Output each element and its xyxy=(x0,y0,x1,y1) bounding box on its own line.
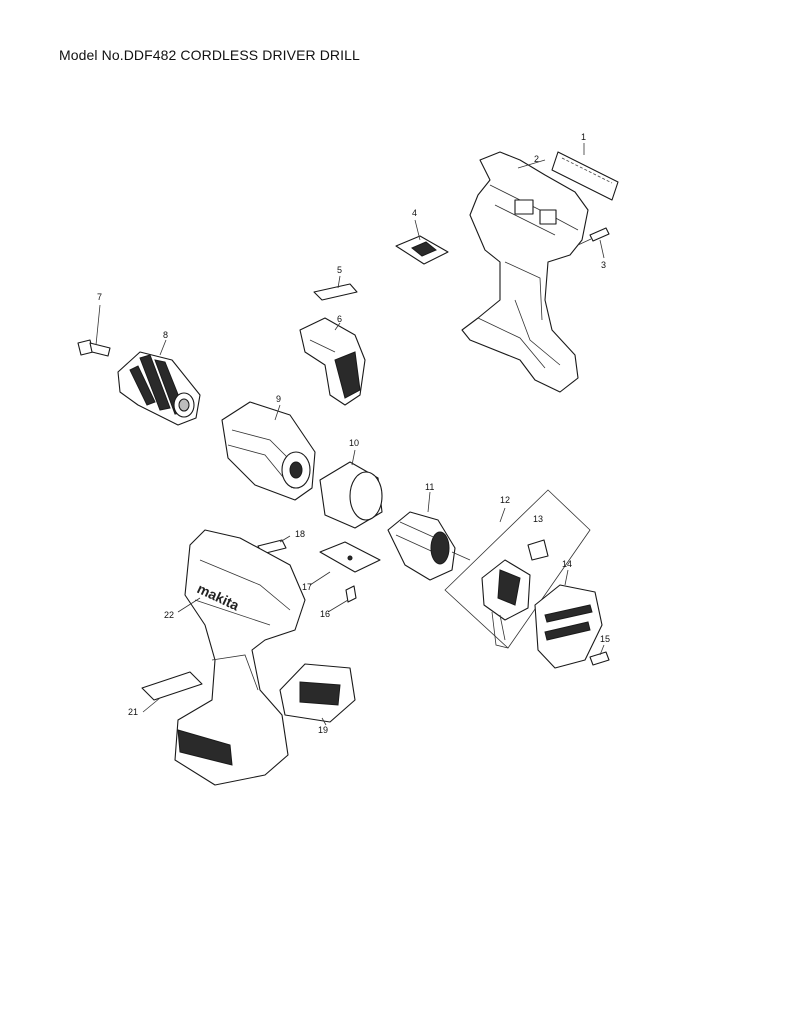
part-14-rear-cover xyxy=(534,584,603,669)
part-19-terminal xyxy=(279,663,356,723)
part-16-screw xyxy=(345,585,357,603)
callout-19: 19 xyxy=(318,725,328,735)
callout-9: 9 xyxy=(276,394,281,404)
part-10-yoke xyxy=(319,461,383,529)
part-7-screw xyxy=(77,339,111,357)
callout-11: 11 xyxy=(425,482,434,492)
callout-8: 8 xyxy=(163,330,168,340)
callout-17: 17 xyxy=(302,582,312,592)
callout-1: 1 xyxy=(581,132,586,142)
callout-13: 13 xyxy=(533,514,543,524)
part-11-armature xyxy=(387,511,471,581)
part-22-housing-left xyxy=(174,529,306,786)
callout-3: 3 xyxy=(601,260,606,270)
part-21-label xyxy=(141,671,203,701)
callout-12: 12 xyxy=(500,495,510,505)
callout-22: 22 xyxy=(164,610,174,620)
callout-4: 4 xyxy=(412,208,417,218)
callout-15: 15 xyxy=(600,634,610,644)
part-6-switch xyxy=(299,317,366,406)
page-title: Model No.DDF482 CORDLESS DRIVER DRILL xyxy=(59,47,360,63)
part-13-controller xyxy=(481,539,549,649)
callout-14: 14 xyxy=(562,559,572,569)
callout-18: 18 xyxy=(295,529,305,539)
part-3-screw xyxy=(577,227,610,246)
callout-2: 2 xyxy=(534,154,539,164)
leader-lines xyxy=(95,143,605,726)
part-9-gear-assembly xyxy=(221,401,316,501)
part-17-plate xyxy=(319,541,381,573)
part-5-insulator xyxy=(313,283,358,301)
part-2-housing-right xyxy=(461,151,589,393)
part-8-drill-chuck xyxy=(117,351,201,426)
part-1-label-plate xyxy=(551,151,619,201)
callout-21: 21 xyxy=(128,707,138,717)
callout-10: 10 xyxy=(349,438,359,448)
callout-16: 16 xyxy=(320,609,330,619)
callout-7: 7 xyxy=(97,292,102,302)
part-15-screw xyxy=(589,651,610,666)
callout-5: 5 xyxy=(337,265,342,275)
part-12-controller-box xyxy=(444,489,591,649)
part-4-switch-lever xyxy=(395,235,449,265)
callout-6: 6 xyxy=(337,314,342,324)
